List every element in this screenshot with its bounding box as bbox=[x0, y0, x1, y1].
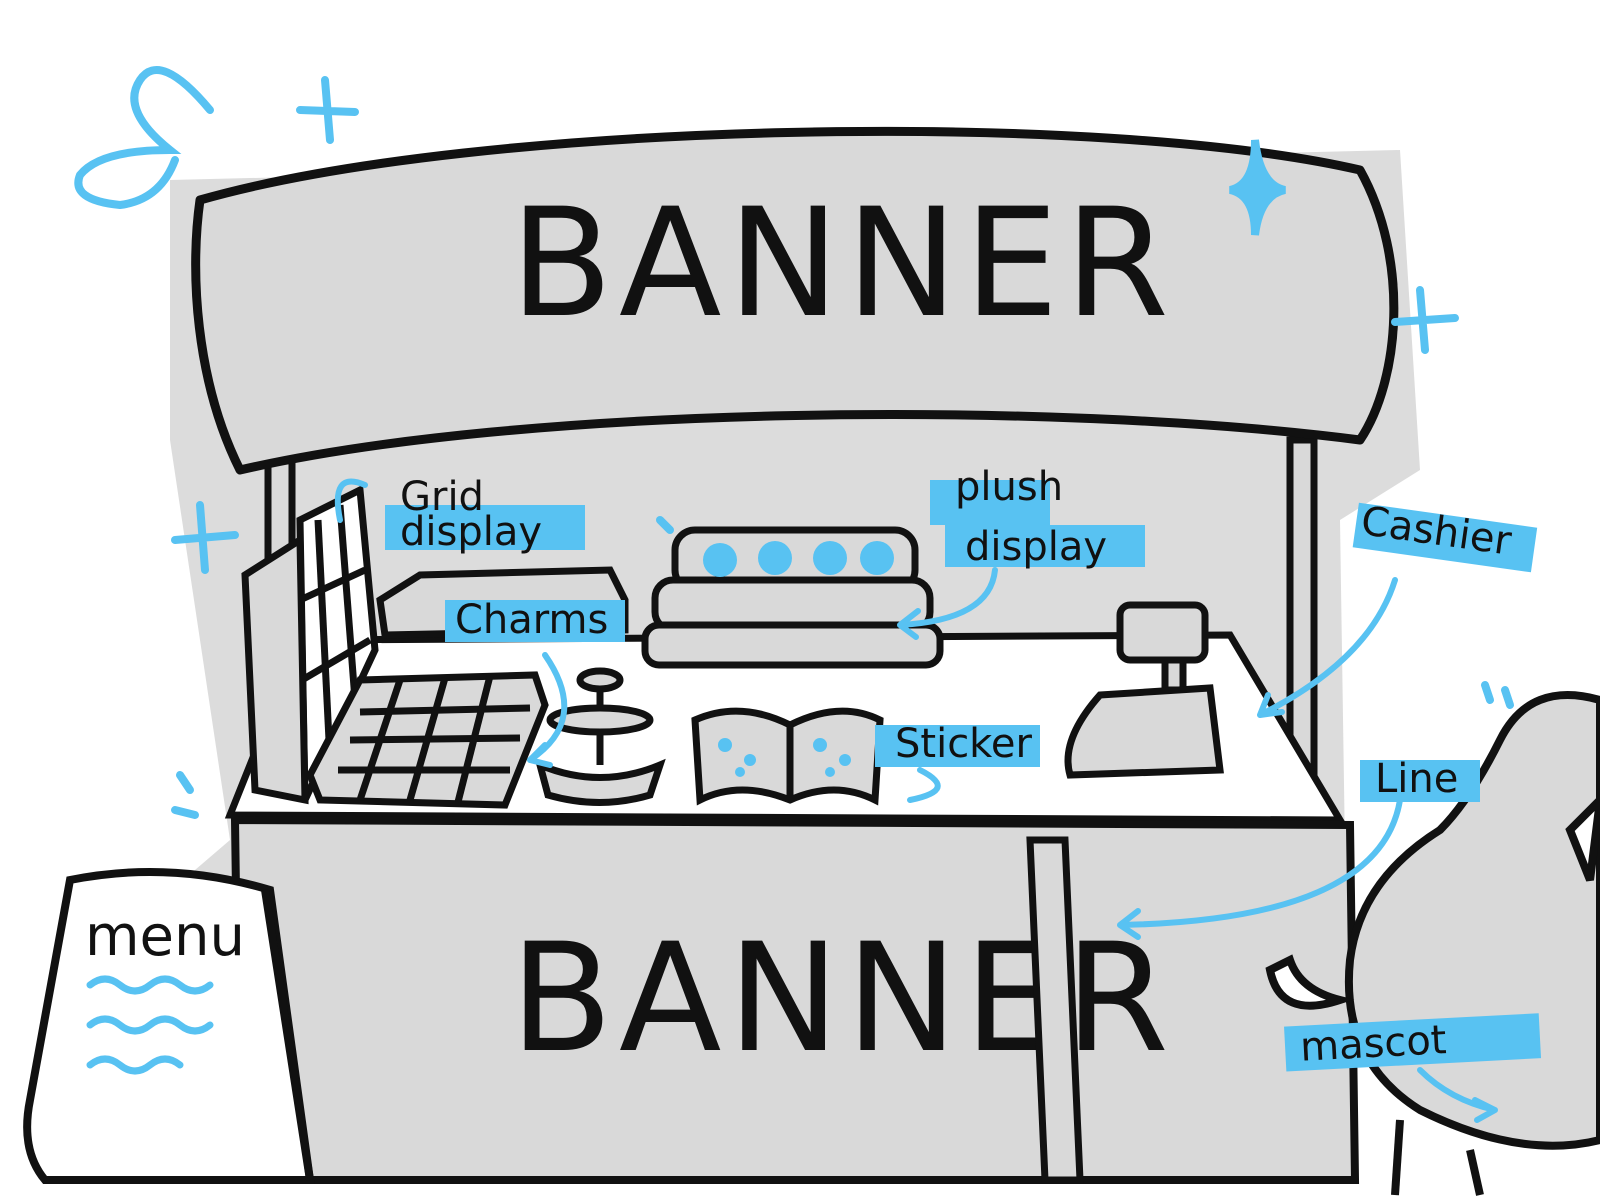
label-tapes bbox=[385, 480, 1542, 1072]
sticker-label: Sticker bbox=[895, 721, 1033, 767]
cash-register bbox=[1064, 601, 1224, 779]
mascot-label: mascot bbox=[1299, 1017, 1448, 1071]
arrow-icon bbox=[907, 767, 941, 803]
squiggle-icon bbox=[74, 66, 214, 210]
menu-squiggles bbox=[86, 975, 214, 1075]
arrow-icon bbox=[897, 567, 998, 640]
sparkle-icon bbox=[1391, 286, 1459, 354]
grid-display-label-line1: Grid bbox=[400, 474, 484, 520]
tiered-stand bbox=[534, 667, 666, 806]
arrow-icon bbox=[334, 478, 368, 523]
squiggle-icon bbox=[1481, 681, 1514, 709]
plush-display-label-line1: plush bbox=[955, 464, 1063, 510]
line-post bbox=[1026, 836, 1084, 1184]
sparkle-icon bbox=[171, 501, 239, 574]
sparkle-icon bbox=[296, 76, 359, 144]
sticker-book bbox=[691, 707, 884, 806]
plush-display bbox=[641, 526, 944, 669]
arrow-icon bbox=[1117, 797, 1403, 940]
arrow-icon bbox=[1257, 577, 1398, 718]
line-label: Line bbox=[1375, 756, 1458, 802]
plush-display-label-line2: display bbox=[965, 524, 1107, 570]
grid-display-label-line2: display bbox=[400, 509, 542, 555]
sparkle-icon bbox=[1228, 139, 1287, 236]
menu-sign-text: menu bbox=[85, 904, 245, 969]
annotation-arrows bbox=[334, 478, 1498, 1123]
menu-sign bbox=[23, 868, 315, 1184]
sticker-dots bbox=[718, 738, 851, 777]
top-banner-text: BANNER bbox=[510, 177, 1175, 351]
charms-label: Charms bbox=[455, 597, 608, 643]
arrow-icon bbox=[1417, 1067, 1498, 1123]
squiggle-icon bbox=[171, 771, 199, 819]
plush-dots bbox=[703, 541, 894, 577]
top-banner bbox=[191, 126, 1399, 475]
arrow-icon bbox=[527, 652, 568, 768]
grid-display-rack bbox=[241, 484, 379, 805]
squiggle-icon bbox=[656, 516, 674, 534]
ring-tray-grid bbox=[306, 671, 549, 809]
decorations bbox=[74, 66, 1514, 819]
